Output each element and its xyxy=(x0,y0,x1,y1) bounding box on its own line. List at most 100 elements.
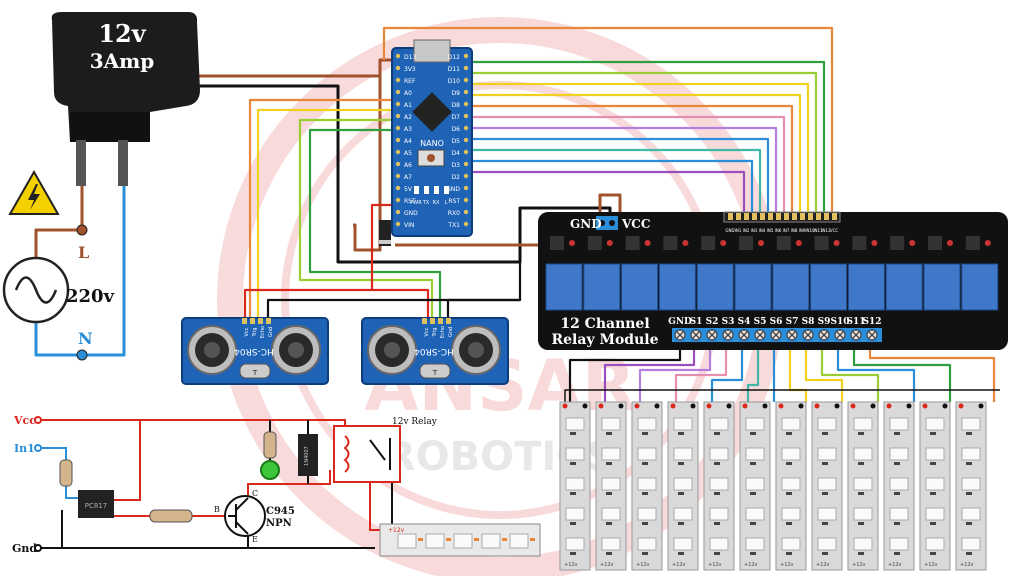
relay-title-line2: Relay Module xyxy=(552,332,659,348)
transistor-type: NPN xyxy=(266,518,292,529)
diode-component xyxy=(379,220,391,246)
led-chip xyxy=(709,477,729,491)
arduino-pin xyxy=(463,89,469,95)
strip-label: +12v xyxy=(672,562,686,568)
led-chip xyxy=(637,477,657,491)
led-chip xyxy=(745,447,765,461)
arduino-pin xyxy=(463,101,469,107)
led-chip xyxy=(889,507,909,521)
arduino-pin-label: RX0 xyxy=(448,210,460,217)
arduino-pin-label: A1 xyxy=(404,102,412,109)
led-chip xyxy=(961,477,981,491)
relay-input-label: IN4 xyxy=(759,228,766,233)
arduino-pin-label: D3 xyxy=(452,162,461,169)
arduino-led xyxy=(414,186,419,194)
led-chip xyxy=(745,507,765,521)
relay-terminal-label: S7 xyxy=(786,317,799,327)
mains-voltage: 220v xyxy=(66,286,115,307)
led-chip xyxy=(601,507,621,521)
relay-block xyxy=(885,263,923,311)
strip-label: +12v xyxy=(600,562,614,568)
arduino-pin xyxy=(463,173,469,179)
strip-label: +12v xyxy=(960,562,974,568)
arduino-pin-label: A7 xyxy=(404,174,412,181)
led-strip: +12v xyxy=(811,401,843,571)
led-chip xyxy=(709,507,729,521)
relay-input-pin xyxy=(800,213,805,220)
led-chip xyxy=(709,537,729,551)
led-chip xyxy=(565,537,585,551)
arduino-pin xyxy=(395,173,401,179)
arduino-pin xyxy=(395,101,401,107)
led-chip xyxy=(637,447,657,461)
led-chip xyxy=(453,533,473,549)
optocoupler xyxy=(78,490,114,518)
led-chip xyxy=(961,507,981,521)
neutral-label: N xyxy=(78,329,93,348)
led-strip: +12v xyxy=(703,401,735,571)
led-strip: +12v xyxy=(667,401,699,571)
led-chip xyxy=(961,447,981,461)
led-strip: +12v xyxy=(595,401,627,571)
arduino-pin-label: D13 xyxy=(404,54,416,61)
led-chip xyxy=(817,537,837,551)
relay-block xyxy=(961,263,999,311)
adapter-current: 3Amp xyxy=(90,49,155,73)
arduino-pin-label: D9 xyxy=(452,90,461,97)
arduino-pin-label: RST xyxy=(448,198,460,205)
relay-block xyxy=(734,263,772,311)
led-chip xyxy=(565,417,585,431)
relay-terminal-label: S1 xyxy=(690,317,703,327)
arduino-led-label: PWR xyxy=(410,200,422,206)
arduino-pin xyxy=(395,221,401,227)
arduino-pin xyxy=(395,65,401,71)
relay-input-label: IN12 xyxy=(821,228,831,233)
relay-input-pin xyxy=(808,213,813,220)
arduino-pin xyxy=(395,209,401,215)
relay-input-label: IN2 xyxy=(743,228,750,233)
led-chip xyxy=(889,447,909,461)
arduino-pin-label: D6 xyxy=(452,126,461,133)
led-chip xyxy=(745,477,765,491)
arduino-pin-label: A5 xyxy=(404,150,412,157)
arduino-pin xyxy=(463,113,469,119)
relay-input-label: IN9 xyxy=(799,228,806,233)
led-chip xyxy=(817,477,837,491)
relay-driver-schematic xyxy=(40,419,393,550)
relay-input-pin xyxy=(728,213,733,220)
led-chip xyxy=(781,507,801,521)
arduino-led xyxy=(444,186,449,194)
relay-block xyxy=(923,263,961,311)
led-chip xyxy=(673,447,693,461)
sensor-pin-label: Echo xyxy=(260,326,266,338)
led-chip xyxy=(925,417,945,431)
relay-input-pin xyxy=(832,213,837,220)
crystal-label: T xyxy=(252,369,258,377)
led-chip xyxy=(853,417,873,431)
relay-input-label: IN6 xyxy=(775,228,782,233)
schematic-parts: Vcc In1 Gnd PC817 B C E C945 NPN 1N4007 … xyxy=(12,414,541,557)
relay-input-label: IN3 xyxy=(751,228,758,233)
arduino-pin-label: D7 xyxy=(452,114,461,121)
sensor-pin-label: Gnd xyxy=(448,327,454,337)
arduino-pin-label: GND xyxy=(446,186,460,193)
led-chip xyxy=(565,507,585,521)
relay-terminal-label: S2 xyxy=(706,317,719,327)
sensor-pin-label: Echo xyxy=(440,326,446,338)
relay-block xyxy=(810,263,848,311)
power-adapter: 12v 3Amp xyxy=(51,12,200,186)
arduino-label: NANO xyxy=(420,139,444,148)
strip-label: +12v xyxy=(708,562,722,568)
arduino-pin-label: A4 xyxy=(404,138,412,145)
relay-terminal-label: GND xyxy=(668,317,692,327)
flyback-diode xyxy=(298,434,318,476)
led-chip xyxy=(637,537,657,551)
led-chip xyxy=(481,533,501,549)
transistor-collector-label: C xyxy=(252,489,258,498)
relay-input-label: VCC xyxy=(830,228,839,233)
led-chip xyxy=(961,537,981,551)
led-chip xyxy=(925,507,945,521)
